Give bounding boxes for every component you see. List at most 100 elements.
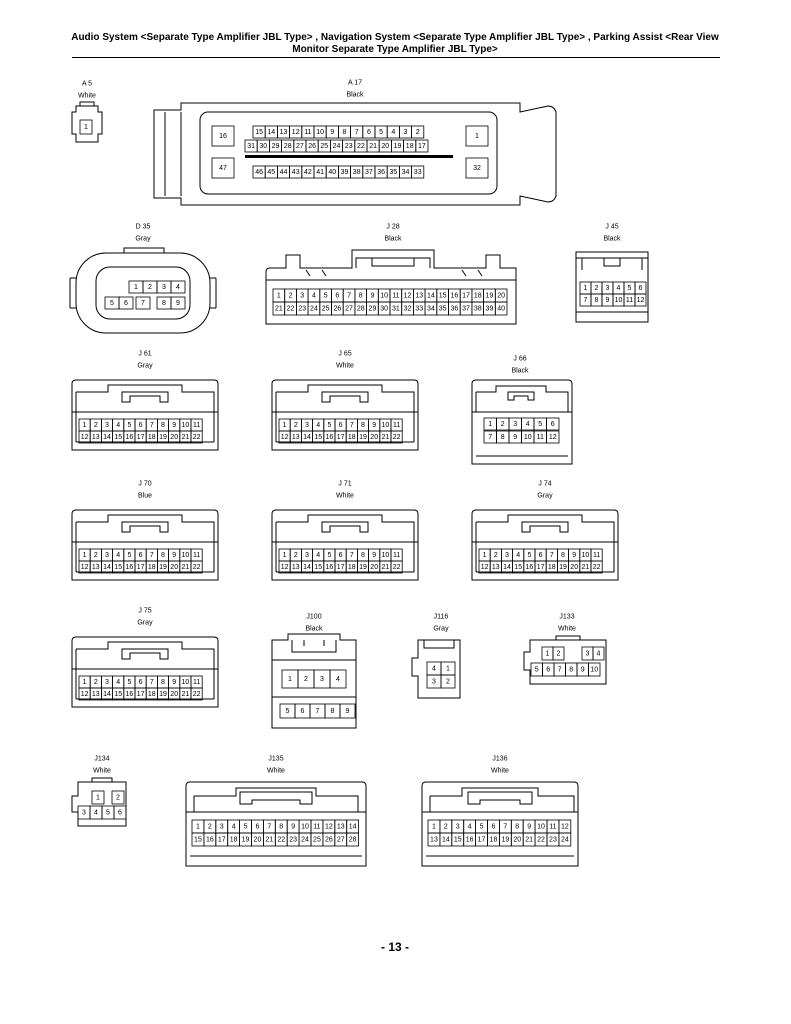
- pin-number: 15: [314, 564, 322, 571]
- pin-number: 13: [92, 564, 100, 571]
- pin-number: 2: [94, 679, 98, 686]
- pin-number: 8: [359, 293, 363, 300]
- pin-number: 22: [287, 306, 295, 313]
- pin-number: 44: [280, 169, 288, 176]
- pin-number: 2: [444, 824, 448, 831]
- pin-number: 4: [316, 552, 320, 559]
- pin-number: 23: [289, 837, 297, 844]
- pin-number: 25: [320, 143, 328, 150]
- pin-number: 1: [134, 284, 138, 291]
- pin-number: 22: [277, 837, 285, 844]
- pin-number: 19: [242, 837, 250, 844]
- housing-line: [305, 269, 311, 277]
- pin-number: 4: [617, 285, 621, 292]
- housing-outline: [321, 391, 369, 403]
- pin-number: 18: [490, 837, 498, 844]
- pin-number: 2: [94, 422, 98, 429]
- pin-number: 21: [525, 837, 533, 844]
- pin-number: 26: [333, 306, 341, 313]
- pin-number: 18: [148, 564, 156, 571]
- housing-line: [461, 269, 467, 277]
- connector-color: White: [336, 363, 354, 370]
- housing-outline: [153, 102, 557, 206]
- pin-number: 40: [497, 306, 505, 313]
- pin-number: 27: [296, 143, 304, 150]
- pin-number: 15: [114, 564, 122, 571]
- pin-number: 4: [116, 422, 120, 429]
- pin-number: 3: [305, 552, 309, 559]
- housing-outline: [276, 514, 415, 542]
- pin-number: 7: [488, 434, 492, 441]
- pin-number: 2: [595, 285, 599, 292]
- pin-number: 33: [415, 306, 423, 313]
- pin-number: 13: [430, 837, 438, 844]
- pin-number: 31: [247, 143, 255, 150]
- pin-number: 14: [442, 837, 450, 844]
- connector-code: J 65: [338, 351, 351, 358]
- pin-number: 20: [570, 564, 578, 571]
- connector-code: J 70: [138, 481, 151, 488]
- pin-number: 20: [370, 564, 378, 571]
- connector-code: J100: [306, 614, 321, 621]
- pin-number: 12: [549, 434, 557, 441]
- connector-color: Gray: [137, 363, 153, 370]
- housing-outline: [199, 111, 498, 195]
- pin-number: 32: [404, 306, 412, 313]
- connector-code: J 61: [138, 351, 151, 358]
- pin-cell: [411, 125, 425, 139]
- pin-number: 45: [267, 169, 275, 176]
- pin-number: 1: [83, 679, 87, 686]
- pin-number: 10: [380, 293, 388, 300]
- housing-outline: [521, 521, 569, 533]
- pin-number: 11: [392, 293, 399, 300]
- connector-color: Gray: [135, 236, 151, 243]
- pin-number: 22: [393, 434, 401, 441]
- housing-outline: [575, 251, 649, 323]
- page-number: - 13 -: [380, 940, 409, 954]
- pin-number: 16: [126, 564, 134, 571]
- pin-number: 8: [343, 129, 347, 136]
- pin-number: 4: [116, 552, 120, 559]
- pin-number: 2: [294, 552, 298, 559]
- pin-number: 16: [326, 564, 334, 571]
- pin-number: 12: [325, 824, 333, 831]
- pin-number: 2: [557, 651, 561, 658]
- pin-number: 7: [141, 300, 145, 307]
- connector-color: Black: [346, 92, 364, 99]
- pin-number: 37: [365, 169, 373, 176]
- connector-color: Black: [305, 626, 323, 633]
- pin-number: 7: [150, 679, 154, 686]
- pin-number: 27: [345, 306, 353, 313]
- pin-number: 5: [106, 810, 110, 817]
- connector-code: J 66: [513, 356, 526, 363]
- pin-number: 28: [349, 837, 357, 844]
- connector-color: Blue: [138, 493, 152, 500]
- pin-number: 22: [393, 564, 401, 571]
- pin-cell: [190, 430, 203, 444]
- pin-number: 16: [526, 564, 534, 571]
- housing-outline: [79, 101, 95, 106]
- connector-code: J 71: [338, 481, 351, 488]
- pin-number: 9: [513, 434, 517, 441]
- pin-number: 11: [193, 679, 200, 686]
- connector-color: White: [491, 768, 509, 775]
- pin-number: 1: [483, 552, 487, 559]
- housing-bar: [245, 155, 453, 158]
- pin-number: 6: [491, 824, 495, 831]
- pin-number: 7: [558, 667, 562, 674]
- pin-number: 19: [394, 143, 402, 150]
- pin-number: 6: [539, 552, 543, 559]
- pin-number: 3: [82, 810, 86, 817]
- pin-number: 8: [515, 824, 519, 831]
- pin-number: 23: [549, 837, 557, 844]
- pin-number: 8: [162, 300, 166, 307]
- pin-cell: [552, 646, 565, 661]
- pin-number: 7: [550, 552, 554, 559]
- connector-code: J 74: [538, 481, 551, 488]
- housing-outline: [276, 384, 415, 412]
